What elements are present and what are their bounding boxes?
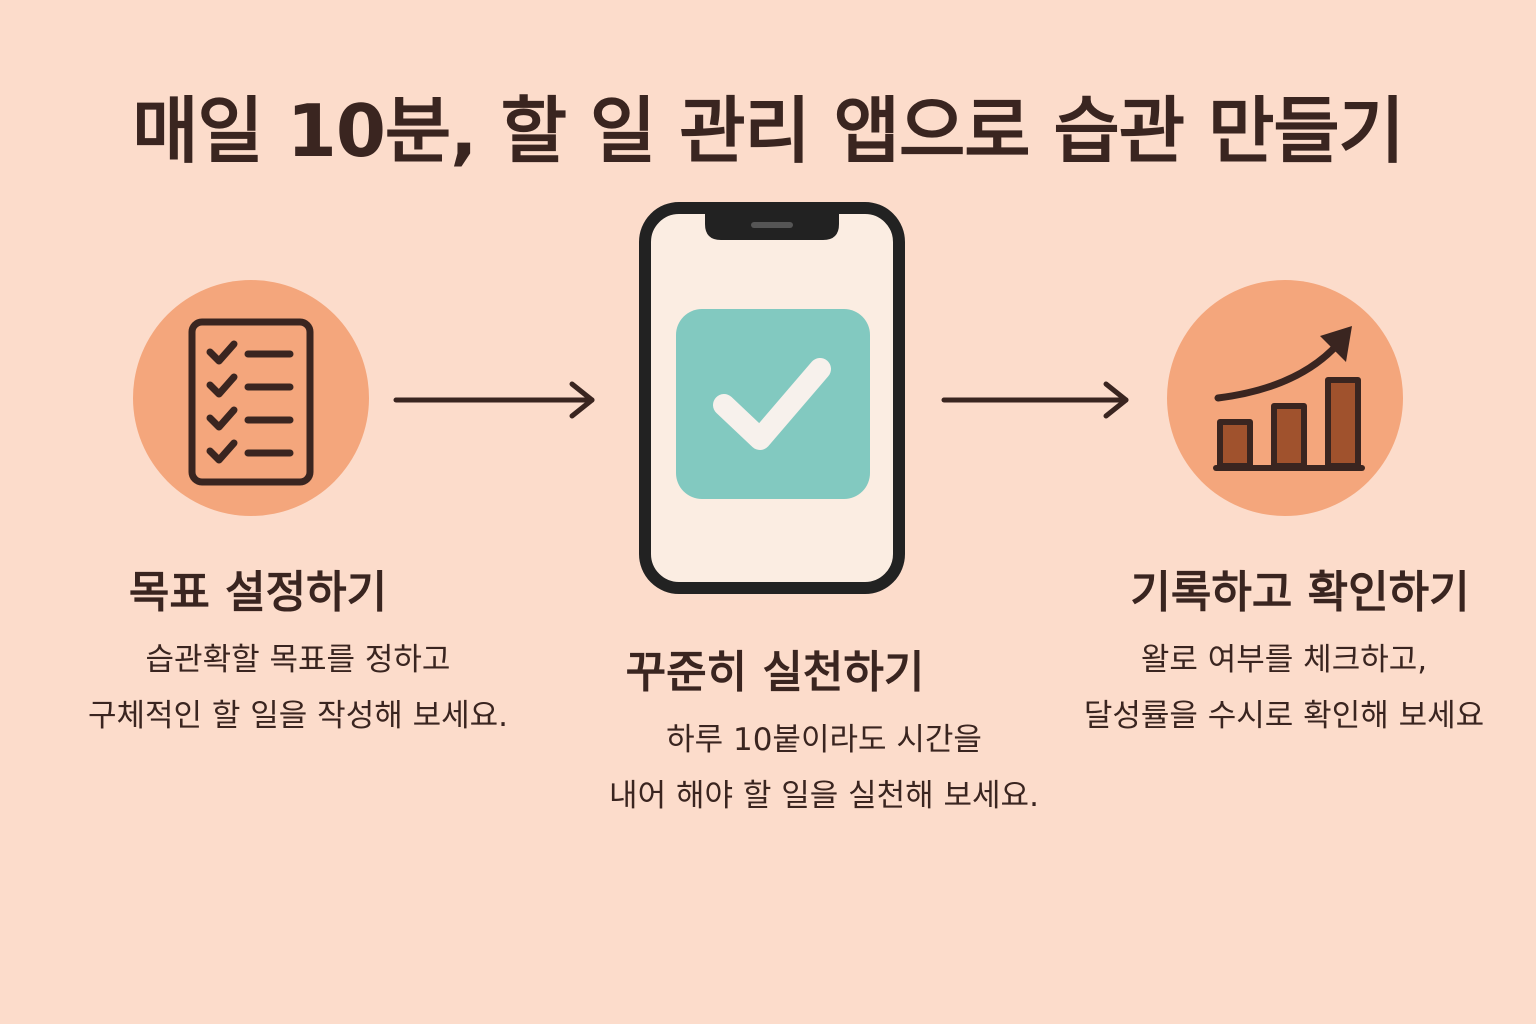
arrow-right-icon [941, 381, 1129, 419]
record-circle [1167, 280, 1403, 516]
step-desc-goal-line2: 구체적인 할 일을 작성해 보세요. [87, 698, 509, 734]
step-desc-goal: 습관확할 목표를 정하고 구체적인 할 일을 작성해 보세요. [18, 632, 578, 744]
bar-chart-growth-icon [1213, 326, 1365, 471]
step-desc-practice-line1: 하루 10붙이라도 시간을 [666, 722, 982, 758]
step-desc-record-line1: 왈로 여부를 체크하고, [1140, 642, 1428, 678]
step-title-goal: 목표 설정하기 [128, 567, 388, 618]
page-title: 매일 10분, 할 일 관리 앱으로 습관 만들기 [132, 89, 1405, 173]
step-desc-record-line2: 달성률을 수시로 확인해 보세요 [1083, 698, 1485, 734]
step-desc-practice-line2: 내어 해야 할 일을 실천해 보세요. [609, 778, 1039, 814]
checklist-icon [188, 318, 314, 486]
step-desc-goal-line1: 습관확할 목표를 정하고 [145, 642, 451, 678]
step-title-record: 기록하고 확인하기 [1130, 567, 1470, 618]
arrow-right-icon [393, 381, 595, 419]
step-desc-practice: 하루 10붙이라도 시간을 내어 해야 할 일을 실천해 보세요. [544, 712, 1104, 824]
step-title-practice: 꾸준히 실천하기 [625, 647, 925, 698]
check-tile [676, 309, 870, 499]
step-desc-record: 왈로 여부를 체크하고, 달성률을 수시로 확인해 보세요 [1034, 632, 1534, 744]
check-icon [713, 358, 831, 450]
